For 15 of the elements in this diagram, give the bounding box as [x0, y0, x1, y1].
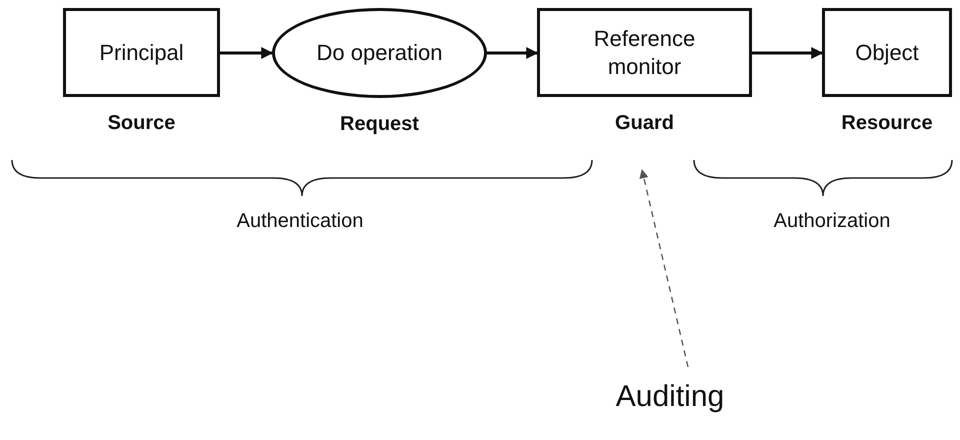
annotation-text: Auditing: [610, 375, 730, 419]
bracket-label: Authentication: [236, 210, 364, 233]
arrow: [220, 47, 274, 59]
node-label: Do operation: [316, 39, 442, 67]
dashed-arrow: [639, 169, 689, 368]
arrow: [752, 47, 824, 59]
role-label: Guard: [614, 112, 675, 135]
role-label: Source: [106, 112, 176, 135]
node-label: Principal: [99, 38, 184, 66]
bracket-label: Authorization: [774, 210, 890, 233]
node-label: Object: [855, 38, 919, 66]
node-label: Reference monitor: [592, 25, 696, 80]
arrow: [487, 47, 538, 59]
role-label: Request: [339, 113, 420, 136]
role-label: Resource: [840, 112, 934, 135]
